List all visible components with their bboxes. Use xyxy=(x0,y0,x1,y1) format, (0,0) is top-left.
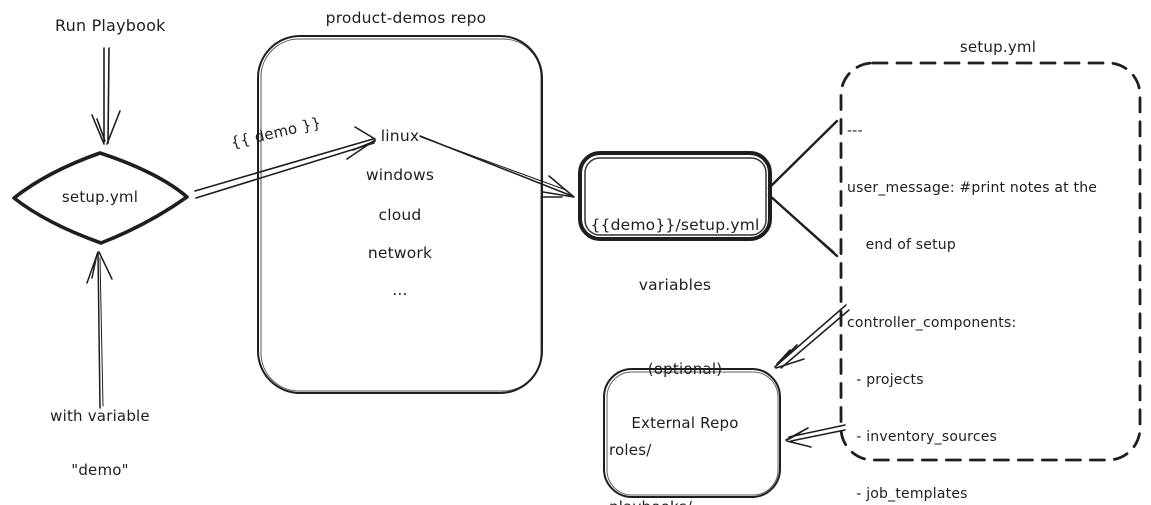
external-repo-caption-line2: External Repo xyxy=(631,414,739,432)
setup-yml-title: setup.yml xyxy=(959,38,1037,56)
repo-item-windows: windows xyxy=(365,166,435,184)
repo-item-ellipsis: ... xyxy=(392,281,408,299)
run-playbook-arrow xyxy=(91,47,121,145)
job-templates-to-external-arrow xyxy=(785,424,846,448)
setup-yml-diamond xyxy=(12,151,189,245)
demo-arrow xyxy=(194,126,376,199)
external-repo-caption: (optional) External Repo xyxy=(600,324,770,468)
with-variable-label: with variable "demo" xyxy=(25,371,175,505)
yaml-line: controller_components: xyxy=(847,315,1017,331)
external-repo-box xyxy=(603,368,781,498)
yaml-line: end of setup xyxy=(847,237,956,253)
variables-box-label: {{demo}}/setup.yml variables xyxy=(582,175,768,335)
yaml-line: user_message: #print notes at the xyxy=(847,180,1098,196)
product-demos-repo-box xyxy=(257,35,543,394)
variables-box-line1: {{demo}}/setup.yml xyxy=(590,216,760,234)
external-repo-line: playbooks/ xyxy=(609,498,692,505)
repo-item-linux: linux xyxy=(380,127,420,145)
linux-to-variables-arrow xyxy=(419,135,575,198)
external-repo-caption-line1: (optional) xyxy=(647,360,723,378)
setup-yml-content: --- user_message: #print notes at the en… xyxy=(847,84,1135,505)
yaml-line: - inventory_sources xyxy=(847,429,998,445)
repo-item-cloud: cloud xyxy=(378,206,422,224)
yaml-line: - job_templates xyxy=(847,486,968,502)
diamond-label: setup.yml xyxy=(61,188,139,206)
repo-title: product-demos repo xyxy=(325,9,487,27)
external-repo-content: roles/ playbooks/ .... xyxy=(609,403,692,505)
yaml-line: --- xyxy=(847,123,863,139)
with-variable-arrow xyxy=(86,251,113,409)
run-playbook-label: Run Playbook xyxy=(55,16,166,35)
repo-item-network: network xyxy=(367,244,433,262)
projects-to-external-arrow xyxy=(774,304,850,369)
with-variable-line1: with variable xyxy=(50,407,150,425)
external-repo-line: roles/ xyxy=(609,441,652,459)
with-variable-line2: "demo" xyxy=(71,461,129,479)
variables-to-setup-lines xyxy=(767,119,839,258)
yaml-line: - projects xyxy=(847,372,924,388)
variables-box-line2: variables xyxy=(638,276,712,294)
